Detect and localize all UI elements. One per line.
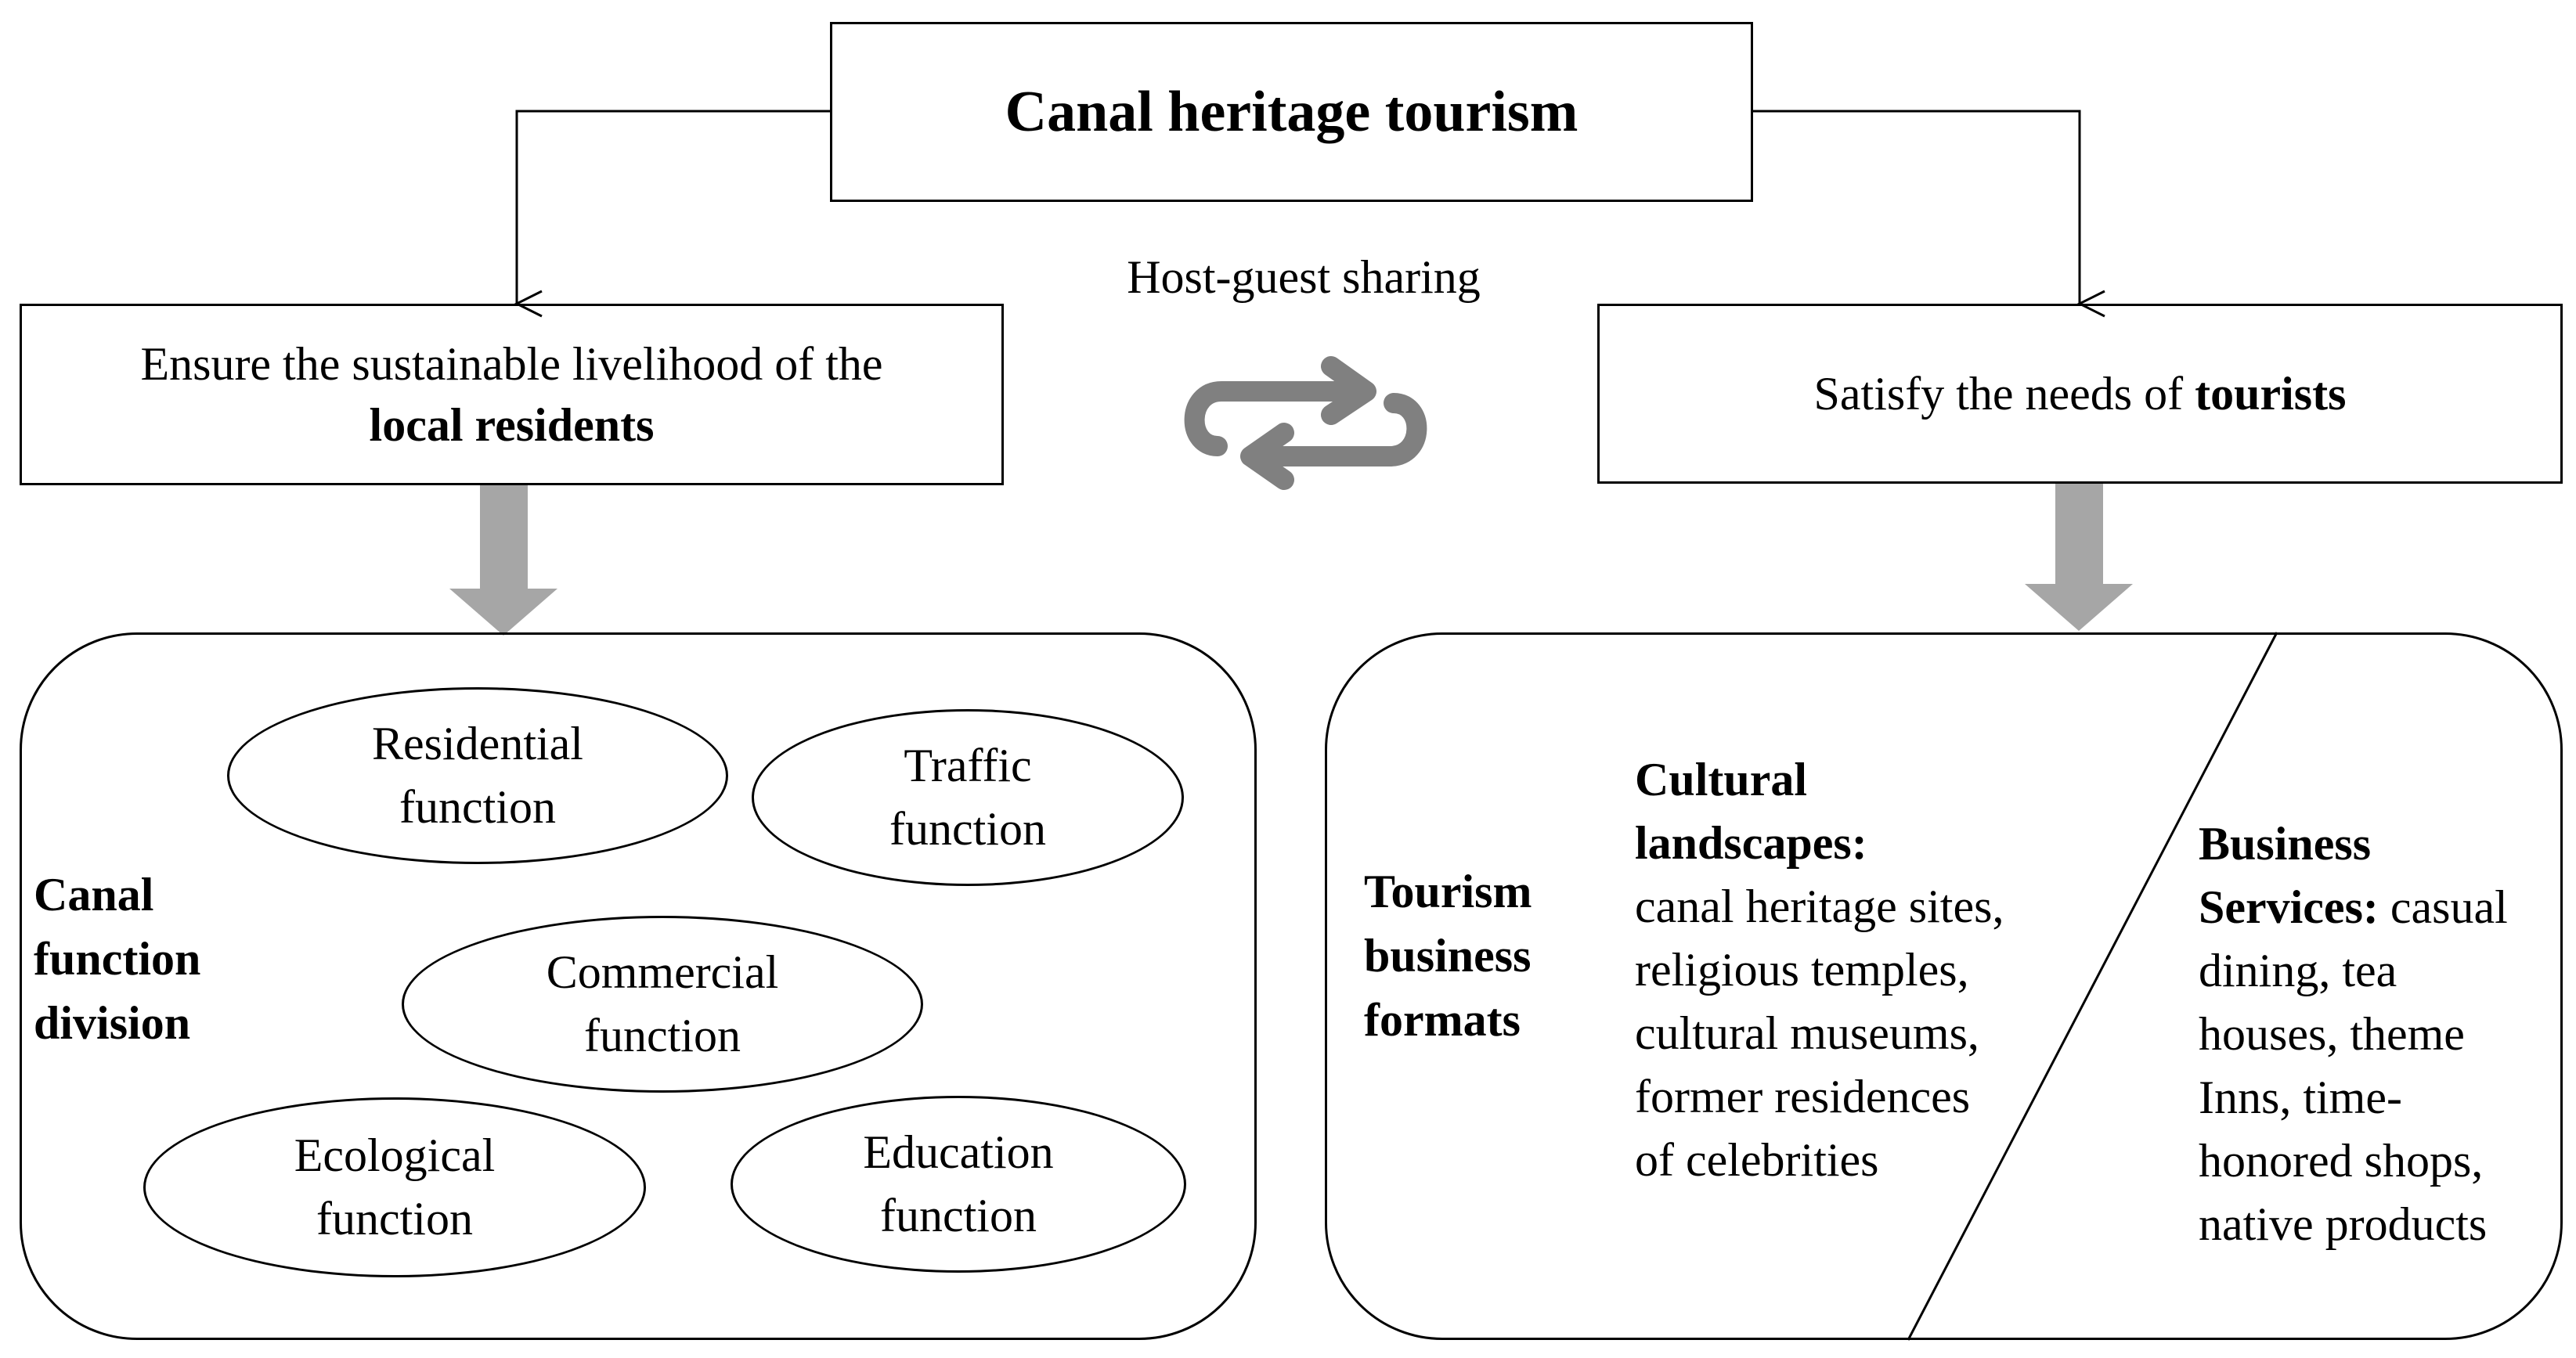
cultural-heading-line: landscapes:	[1635, 817, 1867, 869]
business-item: Inns, time-	[2199, 1072, 2402, 1123]
right-panel-label: Tourism business formats	[1364, 859, 1532, 1052]
function-line: Ecological	[294, 1129, 496, 1181]
right-goal-text: Satisfy the needs of tourists	[1814, 363, 2347, 424]
cultural-item: former residences	[1635, 1071, 1971, 1122]
right-goal-bold: tourists	[2195, 368, 2347, 420]
cultural-item: cultural museums,	[1635, 1007, 1979, 1059]
cycle-arrows-icon	[1184, 356, 1427, 490]
function-traffic: Traffic function	[752, 709, 1184, 886]
function-education: Education function	[731, 1096, 1186, 1273]
connector-left	[514, 110, 830, 318]
function-line: function	[889, 803, 1046, 855]
function-line: Education	[863, 1126, 1054, 1178]
top-title-box: Canal heritage tourism	[830, 22, 1753, 202]
business-item: honored shops,	[2199, 1135, 2484, 1187]
left-panel-label-line: division	[34, 997, 191, 1049]
business-heading-line2: Services:	[2199, 881, 2379, 933]
right-panel-label-line: formats	[1364, 994, 1521, 1046]
left-panel-label: Canal function division	[34, 863, 200, 1055]
function-commercial: Commercial function	[402, 916, 923, 1093]
business-item-first: casual	[2378, 881, 2508, 933]
function-line: Traffic	[904, 740, 1032, 791]
exchange-label: Host-guest sharing	[1127, 251, 1481, 303]
block-arrow-left	[449, 484, 557, 636]
left-panel-label-line: function	[34, 933, 201, 985]
cultural-item: of celebrities	[1635, 1134, 1879, 1186]
top-title: Canal heritage tourism	[1005, 79, 1578, 144]
function-residential: Residential function	[227, 687, 728, 864]
function-line: Commercial	[546, 946, 779, 998]
cultural-item: canal heritage sites,	[1635, 881, 2004, 932]
left-panel-label-line: Canal	[34, 869, 154, 920]
right-goal-prefix: Satisfy the needs of	[1813, 368, 2195, 420]
function-line: function	[399, 781, 556, 833]
function-ecological: Ecological function	[143, 1097, 646, 1277]
function-line: function	[316, 1193, 473, 1245]
cultural-heading-line: Cultural	[1635, 754, 1808, 805]
connector-right	[1753, 110, 2105, 318]
left-goal-bold: local residents	[369, 399, 655, 451]
left-panel	[20, 632, 1257, 1340]
left-goal-line1: Ensure the sustainable livelihood of the	[140, 338, 883, 390]
function-line: function	[584, 1010, 741, 1061]
business-item: houses, theme	[2199, 1008, 2465, 1060]
function-line: Residential	[372, 718, 583, 769]
function-line: function	[880, 1190, 1037, 1241]
cultural-landscapes-block: Cultural landscapes: canal heritage site…	[1635, 748, 2004, 1192]
business-heading-line1: Business	[2199, 818, 2372, 870]
left-goal-box: Ensure the sustainable livelihood of the…	[20, 304, 1004, 485]
business-item: dining, tea	[2199, 945, 2397, 996]
panel-divider	[1907, 632, 2278, 1341]
right-panel-label-line: business	[1364, 930, 1532, 982]
business-item: native products	[2199, 1198, 2488, 1250]
right-panel-label-line: Tourism	[1364, 866, 1532, 917]
business-services-block: Business Services: casual dining, tea ho…	[2199, 812, 2508, 1256]
cultural-item: religious temples,	[1635, 944, 1969, 996]
block-arrow-right	[2025, 484, 2133, 631]
right-goal-box: Satisfy the needs of tourists	[1597, 304, 2563, 484]
left-goal-text: Ensure the sustainable livelihood of the…	[140, 333, 882, 456]
right-panel	[1325, 632, 2563, 1340]
